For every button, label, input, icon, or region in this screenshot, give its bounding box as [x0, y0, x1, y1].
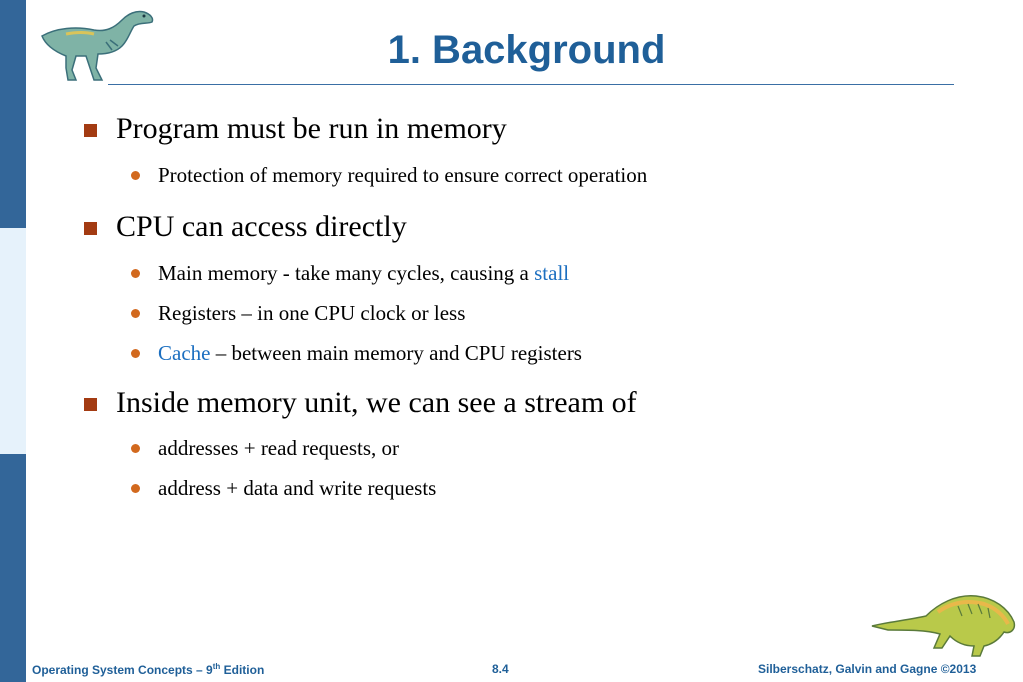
slide-title: 1. Background — [387, 28, 666, 72]
footer-book-text: Operating System Concepts – 9 — [32, 663, 213, 677]
bullet-cpu-access: CPU can access directly — [116, 210, 407, 243]
cache-text: – between main memory and CPU registers — [210, 341, 582, 365]
sub-bullet-main-memory: Main memory - take many cycles, causing … — [158, 261, 569, 286]
sub-bullet-protection: Protection of memory required to ensure … — [158, 163, 648, 187]
title-divider — [108, 84, 954, 85]
dot-bullet-icon — [131, 484, 140, 493]
dot-bullet-icon — [131, 309, 140, 318]
footer-authors: Silberschatz, Galvin and Gagne ©2013 — [758, 662, 977, 676]
footer-book-title: Operating System Concepts – 9th Edition — [32, 662, 264, 677]
sub-bullet-addresses-read: addresses + read requests, or — [158, 436, 400, 460]
sidebar-light-segment — [0, 228, 26, 454]
dot-bullet-icon — [131, 171, 140, 180]
stall-term: stall — [534, 261, 570, 285]
sub-bullet-registers: Registers – in one CPU clock or less — [158, 301, 466, 325]
cache-term: Cache — [158, 341, 211, 365]
dinosaur-logo-icon — [41, 10, 154, 81]
dot-bullet-icon — [131, 444, 140, 453]
square-bullet-icon — [84, 222, 97, 235]
dinosaur-logo-small-icon — [871, 595, 1016, 657]
footer-edition-text: Edition — [220, 663, 265, 677]
left-sidebar-bar — [0, 0, 26, 682]
bullet-program-memory: Program must be run in memory — [116, 112, 507, 145]
dot-bullet-icon — [131, 269, 140, 278]
footer-page-number: 8.4 — [492, 662, 509, 676]
square-bullet-icon — [84, 398, 97, 411]
sub-bullet-address-write: address + data and write requests — [158, 476, 437, 500]
bullet-memory-unit: Inside memory unit, we can see a stream … — [116, 386, 637, 419]
footer-edition-sup: th — [212, 662, 221, 671]
main-memory-text: Main memory - take many cycles, causing … — [158, 261, 535, 285]
dot-bullet-icon — [131, 349, 140, 358]
square-bullet-icon — [84, 124, 97, 137]
sub-bullet-cache: Cache – between main memory and CPU regi… — [158, 341, 582, 366]
